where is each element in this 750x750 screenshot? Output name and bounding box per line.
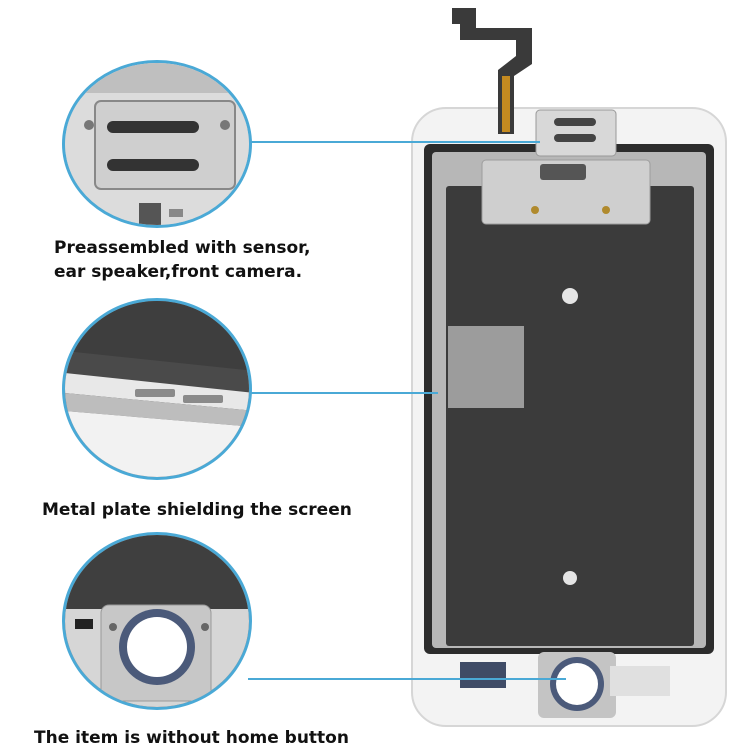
- zoom-circle-sensor: [62, 60, 252, 228]
- home-button-ring-icon: [65, 535, 249, 707]
- caption-sensor-line2: ear speaker,front camera.: [54, 262, 303, 282]
- phone-illustration: [411, 107, 727, 727]
- leader-line-home-button: [248, 678, 566, 680]
- metal-shield-plate: [446, 186, 694, 646]
- zoom-circle-home-button: [62, 532, 252, 710]
- zoom-circle-metal-plate: [62, 298, 252, 480]
- ear-speaker-bracket-icon: [65, 63, 249, 225]
- leader-line-metal-plate: [250, 392, 438, 394]
- bracket-slot: [540, 164, 586, 180]
- caption-sensor-line1: Preassembled with sensor,: [54, 238, 311, 258]
- metal-plate-edge-icon: [65, 301, 249, 477]
- flex-cable-icon: [452, 8, 532, 134]
- caption-home-button: The item is without home button: [34, 728, 349, 748]
- flex-cable: [440, 6, 580, 136]
- leader-line-sensor: [250, 141, 540, 143]
- caption-metal-plate: Metal plate shielding the screen: [42, 500, 352, 520]
- phone-screen-assembly: [410, 100, 728, 730]
- plate-tab: [448, 326, 524, 408]
